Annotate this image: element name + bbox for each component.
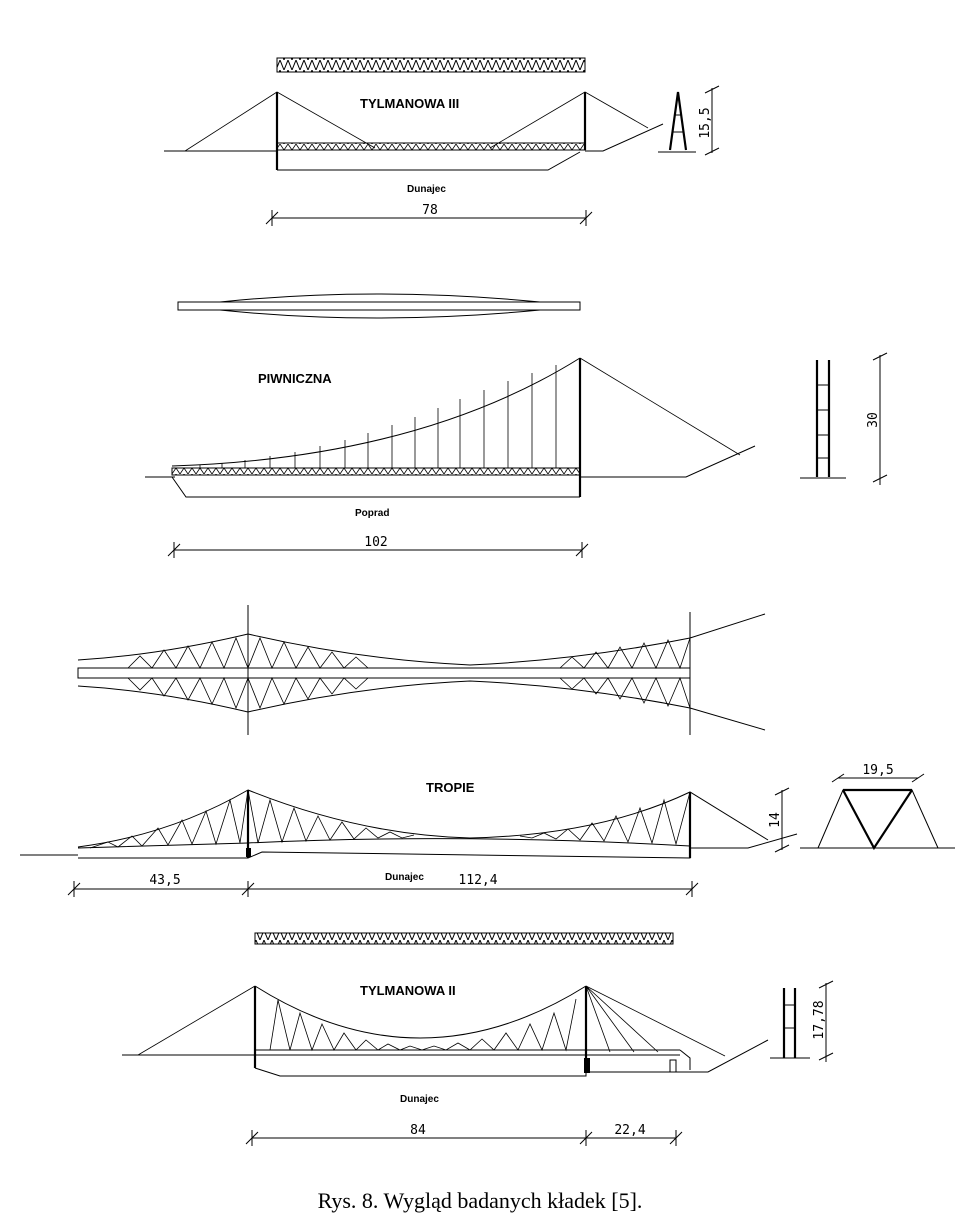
span-left-label: 43,5 xyxy=(149,873,180,888)
riverbed xyxy=(171,476,580,498)
bridge-tylmanowa-2: 17,78 TYLMANOWA II Dunajec 84 22,4 xyxy=(122,932,834,1146)
riverbed xyxy=(277,151,581,171)
river-label: Dunajec xyxy=(400,1094,439,1105)
deck-truss xyxy=(171,467,581,476)
bridge-piwniczna: 30 PIWNICZNA Poprad 102 xyxy=(145,293,888,558)
deck-plan xyxy=(254,932,674,945)
bridge-name: PIWNICZNA xyxy=(258,371,332,386)
bridge-name: TYLMANOWA II xyxy=(360,983,456,998)
deck-plan xyxy=(177,293,581,319)
riverbed xyxy=(254,1039,769,1077)
figure-caption: Rys. 8. Wygląd badanych kładek [5]. xyxy=(317,1188,643,1213)
bottom-chord xyxy=(77,838,691,849)
river-label: Poprad xyxy=(355,508,389,519)
tower-elevation xyxy=(770,980,834,1062)
span-main-label: 84 xyxy=(410,1123,426,1138)
hangers xyxy=(199,365,557,468)
tower-width-label: 19,5 xyxy=(862,763,893,778)
bridge-name: TROPIE xyxy=(426,780,475,795)
tower-height-label: 15,5 xyxy=(698,107,713,138)
tower-elevation xyxy=(800,352,888,485)
span-label: 102 xyxy=(364,535,387,550)
truss-plan xyxy=(77,605,766,735)
river-label: Dunajec xyxy=(385,872,424,883)
deck-truss xyxy=(276,142,586,151)
tower-height-label: 14 xyxy=(768,812,783,828)
tower-height-dimension xyxy=(774,787,790,853)
tower-cross-section xyxy=(800,773,955,851)
span-main-label: 112,4 xyxy=(458,873,497,888)
bridge-name: TYLMANOWA III xyxy=(360,96,459,111)
tower-height-label: 30 xyxy=(866,412,881,428)
span-side-label: 22,4 xyxy=(614,1123,645,1138)
cable xyxy=(137,985,256,1056)
span-dimension xyxy=(67,881,699,897)
span-dimension xyxy=(167,542,589,558)
tower-elevation xyxy=(658,85,720,156)
span-dimension xyxy=(265,210,593,226)
main-cable xyxy=(171,357,581,467)
river-label: Dunajec xyxy=(407,184,446,195)
span-label: 78 xyxy=(422,203,438,218)
bridge-tylmanowa-3: 15,5 TYLMANOWA III Dunajec 78 xyxy=(164,57,720,226)
span-dimension xyxy=(245,1130,683,1146)
cable xyxy=(184,91,376,152)
bridge-tropie: 14 19,5 TROPIE Dunajec 43,5 112,4 xyxy=(20,605,955,897)
tower-height-label: 17,78 xyxy=(812,1000,827,1039)
deck-plan xyxy=(276,57,586,73)
ground xyxy=(78,833,798,859)
top-chord xyxy=(77,789,769,848)
